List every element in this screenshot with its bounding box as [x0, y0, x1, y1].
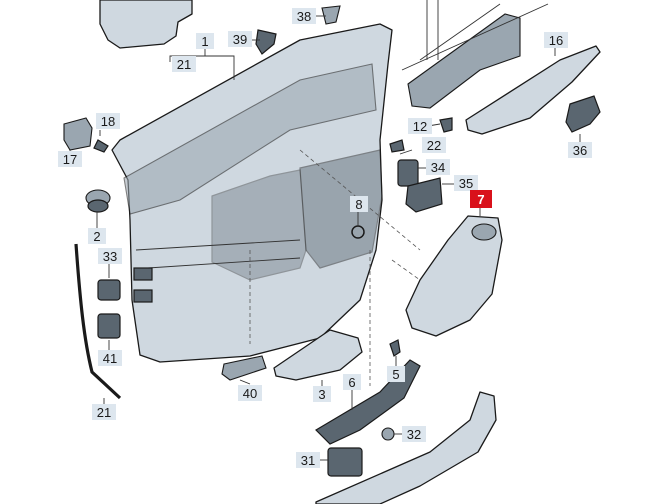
- label-22: 22: [422, 137, 446, 153]
- svg-text:16: 16: [549, 33, 563, 48]
- label-35: 35: [454, 175, 478, 191]
- bracket-17: [63, 117, 93, 151]
- svg-text:34: 34: [431, 160, 445, 175]
- courtesy-light-40: [221, 355, 267, 381]
- svg-text:21: 21: [177, 57, 191, 72]
- label-40: 40: [238, 385, 262, 401]
- label-21-top: 21: [172, 56, 196, 72]
- label-1: 1: [196, 33, 214, 49]
- label-41: 41: [98, 350, 122, 366]
- screw-22: [389, 139, 405, 153]
- svg-text:22: 22: [427, 138, 441, 153]
- screw-18: [93, 139, 109, 153]
- screw-32: [381, 427, 395, 441]
- clip-39: [255, 29, 277, 55]
- switch-41: [97, 313, 121, 339]
- label-18: 18: [96, 113, 120, 129]
- switch-module: [565, 95, 601, 133]
- svg-text:1: 1: [201, 34, 208, 49]
- svg-text:40: 40: [243, 386, 257, 401]
- fastener-2: [85, 189, 111, 213]
- window-guide-assembly: [401, 3, 549, 109]
- switch-34: [397, 159, 419, 187]
- svg-text:3: 3: [318, 387, 325, 402]
- upper-trim-piece: [99, 0, 193, 49]
- svg-text:7: 7: [477, 192, 484, 207]
- grab-handle-trim: [465, 45, 601, 135]
- label-3: 3: [313, 386, 331, 402]
- label-16: 16: [544, 32, 568, 48]
- svg-text:39: 39: [233, 32, 247, 47]
- label-21-bottom: 21: [92, 404, 116, 420]
- label-2: 2: [88, 228, 106, 244]
- svg-text:41: 41: [103, 351, 117, 366]
- label-36: 36: [568, 142, 592, 158]
- svg-text:2: 2: [93, 229, 100, 244]
- seal-strip: [74, 243, 122, 400]
- label-33: 33: [98, 248, 122, 264]
- svg-text:18: 18: [101, 114, 115, 129]
- plug-38: [321, 5, 341, 25]
- svg-text:17: 17: [63, 152, 77, 167]
- armrest-insert-3: [273, 329, 363, 381]
- switch-35: [405, 177, 443, 213]
- label-31: 31: [296, 452, 320, 468]
- label-34: 34: [426, 159, 450, 175]
- label-6: 6: [343, 374, 361, 390]
- svg-text:5: 5: [392, 367, 399, 382]
- label-39: 39: [228, 31, 252, 47]
- svg-text:31: 31: [301, 453, 315, 468]
- label-32: 32: [402, 426, 426, 442]
- svg-text:38: 38: [297, 9, 311, 24]
- door-trim-panel: [111, 23, 393, 363]
- svg-text:36: 36: [573, 143, 587, 158]
- switch-33: [97, 279, 121, 301]
- label-8: 8: [350, 196, 368, 212]
- label-5: 5: [387, 366, 405, 382]
- svg-text:32: 32: [407, 427, 421, 442]
- svg-text:12: 12: [413, 119, 427, 134]
- armrest-trim: [315, 391, 497, 504]
- screw-5: [389, 339, 401, 357]
- switch-31: [327, 447, 363, 477]
- label-17: 17: [58, 151, 82, 167]
- svg-text:21: 21: [97, 405, 111, 420]
- label-12: 12: [408, 118, 432, 134]
- label-38: 38: [292, 8, 316, 24]
- svg-text:6: 6: [348, 375, 355, 390]
- label-7-highlighted: 7: [470, 190, 492, 208]
- screw-12: [439, 117, 453, 133]
- svg-text:8: 8: [355, 197, 362, 212]
- svg-text:35: 35: [459, 176, 473, 191]
- speaker-cover: [405, 215, 503, 337]
- svg-text:33: 33: [103, 249, 117, 264]
